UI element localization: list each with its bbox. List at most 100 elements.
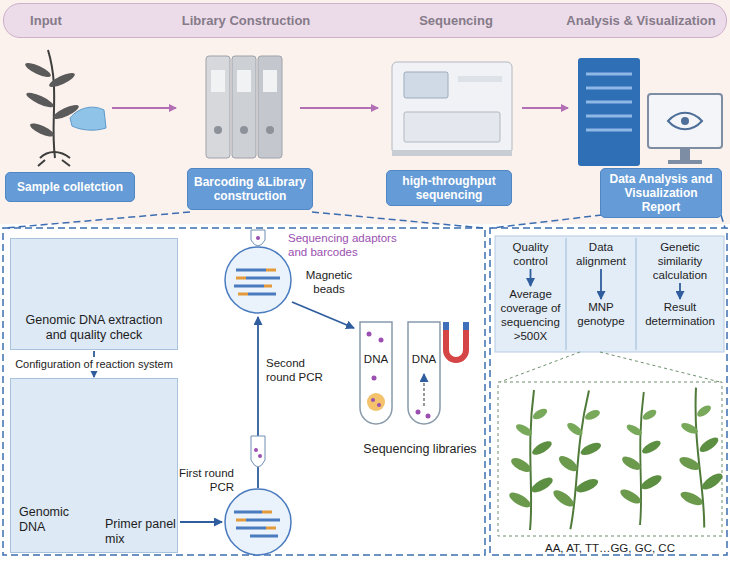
bead-tube-icon — [371, 398, 375, 402]
heading-text: Data alignment — [568, 240, 634, 268]
dashed-panel — [721, 215, 725, 228]
server-icon — [681, 117, 689, 125]
step-note: Magnetic beads — [298, 268, 360, 296]
analysis-panel — [635, 238, 637, 350]
bead-tube-icon — [377, 403, 381, 407]
plant-box — [498, 352, 729, 536]
binder-icon — [237, 70, 251, 92]
step-box: Data Analysis and Visualization Report — [600, 168, 722, 218]
result-text: MNP genotype — [568, 300, 634, 328]
bead-tube-icon — [446, 322, 466, 330]
server-icon — [586, 115, 632, 118]
result-text: Result determination — [638, 300, 722, 328]
step-box: Sample colletction — [5, 172, 135, 202]
stage-heading: Sequencing — [419, 13, 493, 28]
bead-tube-icon — [367, 332, 372, 337]
flow-arrow — [530, 269, 532, 286]
plant-icon — [29, 121, 56, 139]
flow-arrow — [112, 107, 176, 109]
step-box: Barcoding &Library construction — [187, 168, 313, 210]
tube-label: DNA — [361, 352, 391, 366]
binder-icon — [211, 70, 225, 92]
bead-tube-icon — [360, 322, 392, 424]
binder-icon — [266, 126, 274, 134]
binder-icon — [263, 70, 277, 92]
bead-tube-icon — [379, 338, 384, 343]
server-icon — [586, 101, 632, 104]
tube-label: DNA — [409, 352, 439, 366]
heading-text: Quality control — [497, 240, 564, 268]
binder-icon — [206, 56, 282, 158]
flow-arrow — [300, 107, 378, 109]
heading-text: Genetic similarity calculation — [638, 240, 722, 282]
plant-box — [618, 392, 663, 525]
step-heading: Genetic similarity calculation — [638, 240, 722, 282]
binder-icon — [258, 56, 282, 158]
pcr-icon — [292, 302, 354, 328]
server-icon — [578, 58, 722, 166]
server-icon — [586, 87, 632, 90]
bead-tube-icon — [408, 322, 440, 424]
step-note: First round PCR — [174, 466, 234, 494]
pcr-icon — [234, 270, 280, 294]
flow-arrow — [522, 107, 568, 109]
step-label: Data Analysis and Visualization Report — [606, 172, 716, 214]
binder-icon — [232, 56, 256, 158]
server-icon — [586, 73, 632, 76]
reagent-note: Sequencing adaptors and barcodes — [288, 231, 408, 259]
panel-caption: Genomic DNA — [19, 505, 83, 535]
stage-heading: Library Construction — [182, 13, 311, 28]
pcr-icon — [258, 454, 262, 458]
flow-arrow — [679, 283, 681, 299]
binder-icon — [206, 56, 230, 158]
analysis-panel — [495, 236, 724, 352]
server-icon — [586, 129, 632, 132]
stage-heading: Input — [30, 13, 62, 28]
dashed-panel — [3, 228, 485, 555]
stage-heading: Analysis & Visualization — [566, 13, 715, 28]
analysis-panel — [565, 238, 567, 350]
sequencer-icon — [392, 62, 512, 156]
pcr-icon — [251, 230, 265, 246]
step-box: high-throughput sequencing — [386, 170, 512, 206]
pcr-icon — [225, 247, 291, 313]
dashed-panel — [312, 212, 483, 228]
genotype-label: AA, AT, TT…GG, GC, CC — [498, 541, 722, 555]
plant-icon — [48, 70, 77, 89]
step-heading: Data alignment — [568, 240, 634, 268]
stage-band: Input Library Construction Sequencing Analy… — [3, 3, 727, 38]
server-icon — [668, 160, 702, 164]
pcr-icon — [234, 512, 280, 536]
dashed-panel — [3, 212, 727, 555]
pcr-icon — [257, 317, 259, 488]
step-heading: Quality control — [497, 240, 564, 268]
edge-label: Configuration of reaction system — [13, 357, 175, 371]
dashed-panel — [490, 228, 727, 555]
plant-icon — [70, 107, 106, 130]
plant-icon — [25, 90, 56, 110]
sequencer-icon — [392, 62, 512, 154]
step-result: Average coverage of sequencing >500X — [497, 287, 564, 343]
step-result: Result determination — [638, 300, 722, 328]
result-label: Sequencing libraries — [360, 442, 480, 456]
plant-box — [507, 390, 555, 530]
step-label: Sample colletction — [17, 180, 123, 194]
pcr-icon — [236, 512, 276, 528]
sequencer-icon — [458, 76, 502, 82]
plant-icon — [38, 152, 70, 166]
dashed-panel — [492, 215, 602, 228]
server-icon — [648, 94, 722, 148]
process-panel: Genomic DNAPrimer panel mix — [10, 378, 178, 553]
step-label: Barcoding &Library construction — [193, 175, 307, 203]
bead-tube-icon — [367, 393, 385, 411]
bead-tube-icon — [416, 410, 421, 415]
plant-icon — [24, 60, 53, 79]
top-ground — [0, 0, 730, 224]
bead-tube-icon — [372, 376, 377, 381]
pcr-icon — [251, 436, 265, 467]
server-icon — [668, 113, 702, 130]
bead-tube-icon — [360, 322, 466, 424]
plant-box — [548, 388, 610, 532]
binder-icon — [240, 126, 248, 134]
